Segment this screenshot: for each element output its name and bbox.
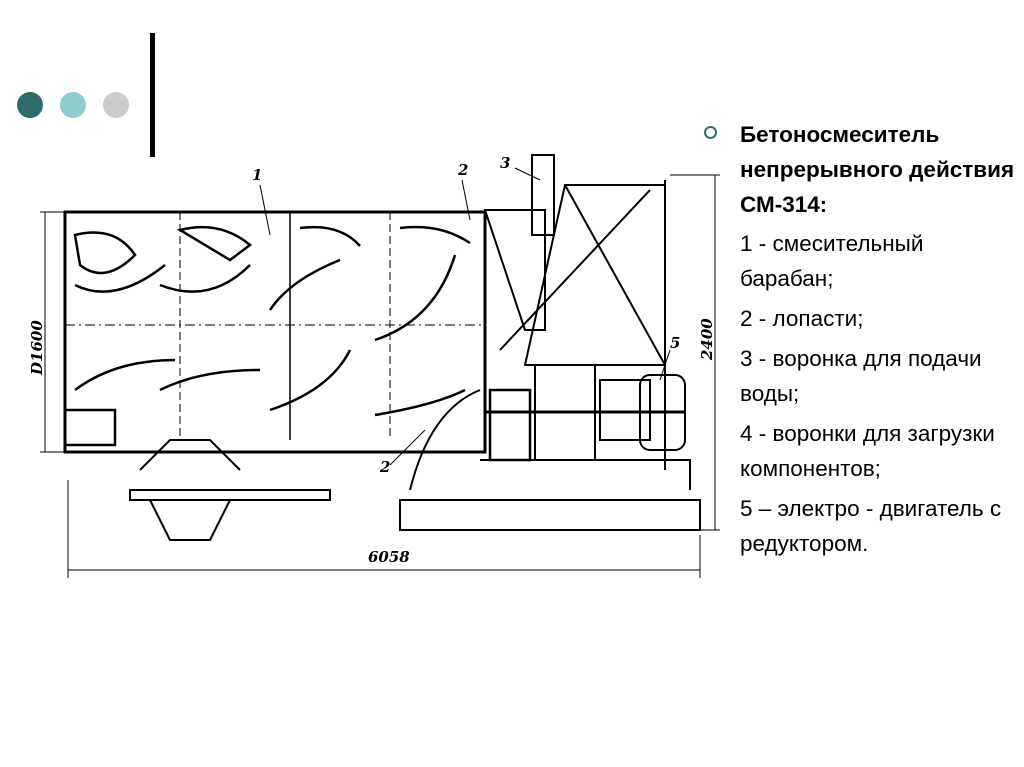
legend-item-3: 3 - воронка для подачи воды; bbox=[740, 346, 982, 406]
callout-1: 1 bbox=[252, 166, 262, 184]
blades bbox=[63, 225, 471, 447]
legend-item-4: 4 - воронки для загрузки компонентов; bbox=[740, 421, 995, 481]
mixer-drawing: 1 2 3 2 5 D1600 2400 6058 bbox=[30, 154, 720, 578]
decor-dot-gray bbox=[103, 92, 129, 118]
dim-height: 2400 bbox=[698, 318, 716, 361]
legend: Бетоносмеситель непрерывного действия СМ… bbox=[740, 117, 1020, 566]
bullet-icon bbox=[704, 126, 717, 139]
callout-2-bottom: 2 bbox=[379, 458, 390, 476]
decor-dot-light bbox=[60, 92, 86, 118]
callout-3: 3 bbox=[500, 154, 510, 172]
callout-2-top: 2 bbox=[457, 161, 468, 179]
legend-item-5: 5 – электро - двигатель с редуктором. bbox=[740, 496, 1002, 556]
dim-length: 6058 bbox=[368, 548, 410, 566]
legend-item-2: 2 - лопасти; bbox=[740, 306, 864, 331]
legend-title: Бетоносмеситель непрерывного действия СМ… bbox=[740, 122, 1015, 217]
dim-diameter: D1600 bbox=[30, 320, 46, 376]
decor-dot-dark bbox=[17, 92, 43, 118]
decor-divider bbox=[150, 33, 155, 157]
callout-5: 5 bbox=[670, 334, 680, 352]
legend-item-1: 1 - смесительный барабан; bbox=[740, 231, 924, 291]
mixing-drum bbox=[63, 210, 487, 454]
water-funnel bbox=[531, 154, 555, 236]
